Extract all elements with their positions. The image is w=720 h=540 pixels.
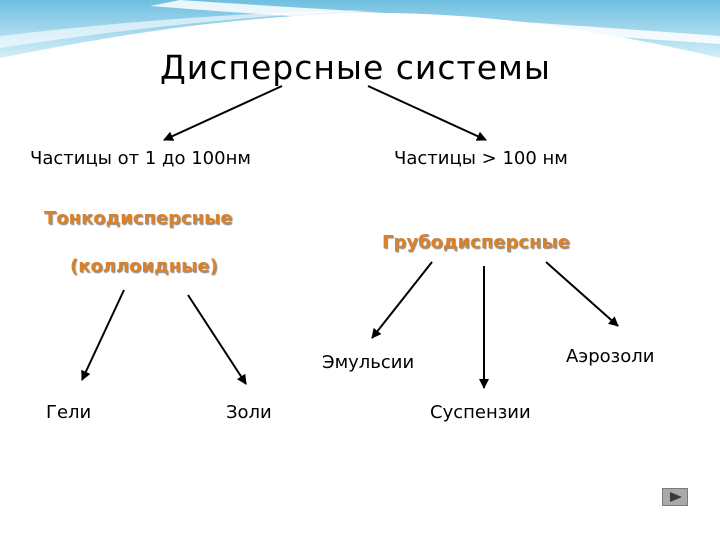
arrow-title-to-fine [163,85,283,141]
coarse-condition-label: Частицы > 100 нм [394,148,568,169]
next-slide-button[interactable] [662,488,688,506]
gels-label: Гели [46,402,92,423]
header-wave-decoration [0,0,720,58]
arrow-to-emulsions [371,261,433,339]
fine-dispersed-label: Тонкодисперсные [44,208,233,229]
arrow-title-to-coarse [367,85,487,141]
arrow-to-sols [187,294,247,385]
arrow-to-gels [81,289,125,381]
suspensions-label: Суспензии [430,402,531,423]
sols-label: Золи [226,402,272,423]
play-triangle-icon [670,492,682,502]
arrow-to-aerosols [545,261,619,327]
diagram-title: Дисперсные системы [160,48,551,87]
aerosols-label: Аэрозоли [566,346,655,367]
coarse-dispersed-label: Грубодисперсные [382,232,570,253]
emulsions-label: Эмульсии [322,352,415,373]
fine-condition-label: Частицы от 1 до 100нм [30,148,251,169]
colloidal-label: (коллоидные) [70,256,218,277]
